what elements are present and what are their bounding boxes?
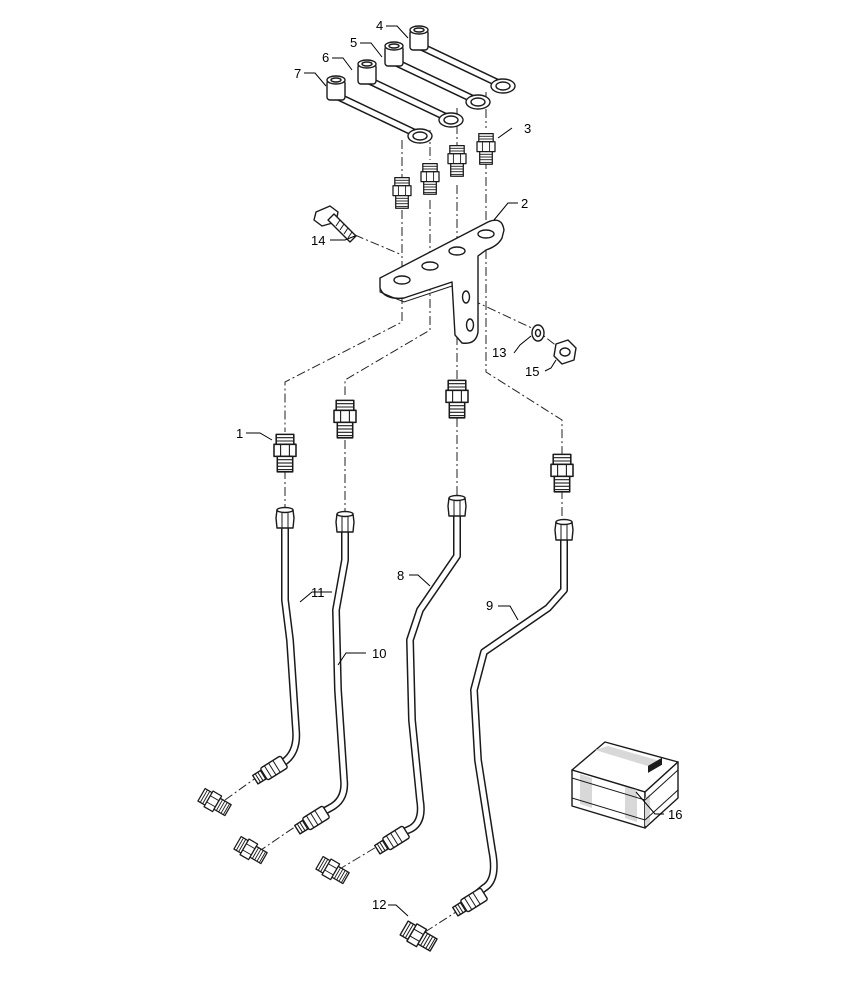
bracket	[379, 219, 505, 344]
callout-labels: 4 5 6 7 3 2 14 1 13 15 11 8 9 10 16 12	[236, 18, 682, 912]
fitting-mid-c	[550, 453, 574, 493]
callout-7: 7	[294, 66, 301, 81]
callout-16: 16	[668, 807, 682, 822]
fitting-lower-8	[314, 854, 352, 887]
callout-2: 2	[521, 196, 528, 211]
fitting-3c	[420, 162, 440, 195]
fitting-3d	[392, 176, 412, 209]
callout-5: 5	[350, 35, 357, 50]
fitting-lower-10	[232, 834, 270, 867]
callout-8: 8	[397, 568, 404, 583]
callout-13: 13	[492, 345, 506, 360]
fitting-mid-b	[445, 379, 469, 419]
tube-8	[372, 494, 467, 857]
fitting-3a	[476, 132, 496, 165]
tube-9	[450, 518, 574, 919]
callout-15: 15	[525, 364, 539, 379]
lock-nut	[553, 339, 577, 365]
callout-6: 6	[322, 50, 329, 65]
callout-9: 9	[486, 598, 493, 613]
callout-11: 11	[311, 585, 325, 600]
callout-4: 4	[376, 18, 383, 33]
callout-14: 14	[311, 233, 325, 248]
fitting-12	[398, 918, 440, 955]
callout-3: 3	[524, 121, 531, 136]
callout-1: 1	[236, 426, 243, 441]
clamp-4	[410, 26, 515, 93]
leader-lines	[246, 25, 664, 917]
centerlines	[224, 92, 563, 933]
fitting-mid-a	[333, 399, 357, 439]
kit-crate-icon	[571, 741, 679, 829]
tube-10	[292, 510, 355, 837]
callout-10: 10	[372, 646, 386, 661]
tube-11	[250, 506, 301, 787]
fitting-lower-11	[196, 786, 234, 819]
fitting-1	[273, 433, 297, 473]
callout-12: 12	[372, 897, 386, 912]
washer	[531, 324, 545, 342]
fitting-3b	[447, 144, 467, 177]
bolt	[313, 205, 357, 243]
